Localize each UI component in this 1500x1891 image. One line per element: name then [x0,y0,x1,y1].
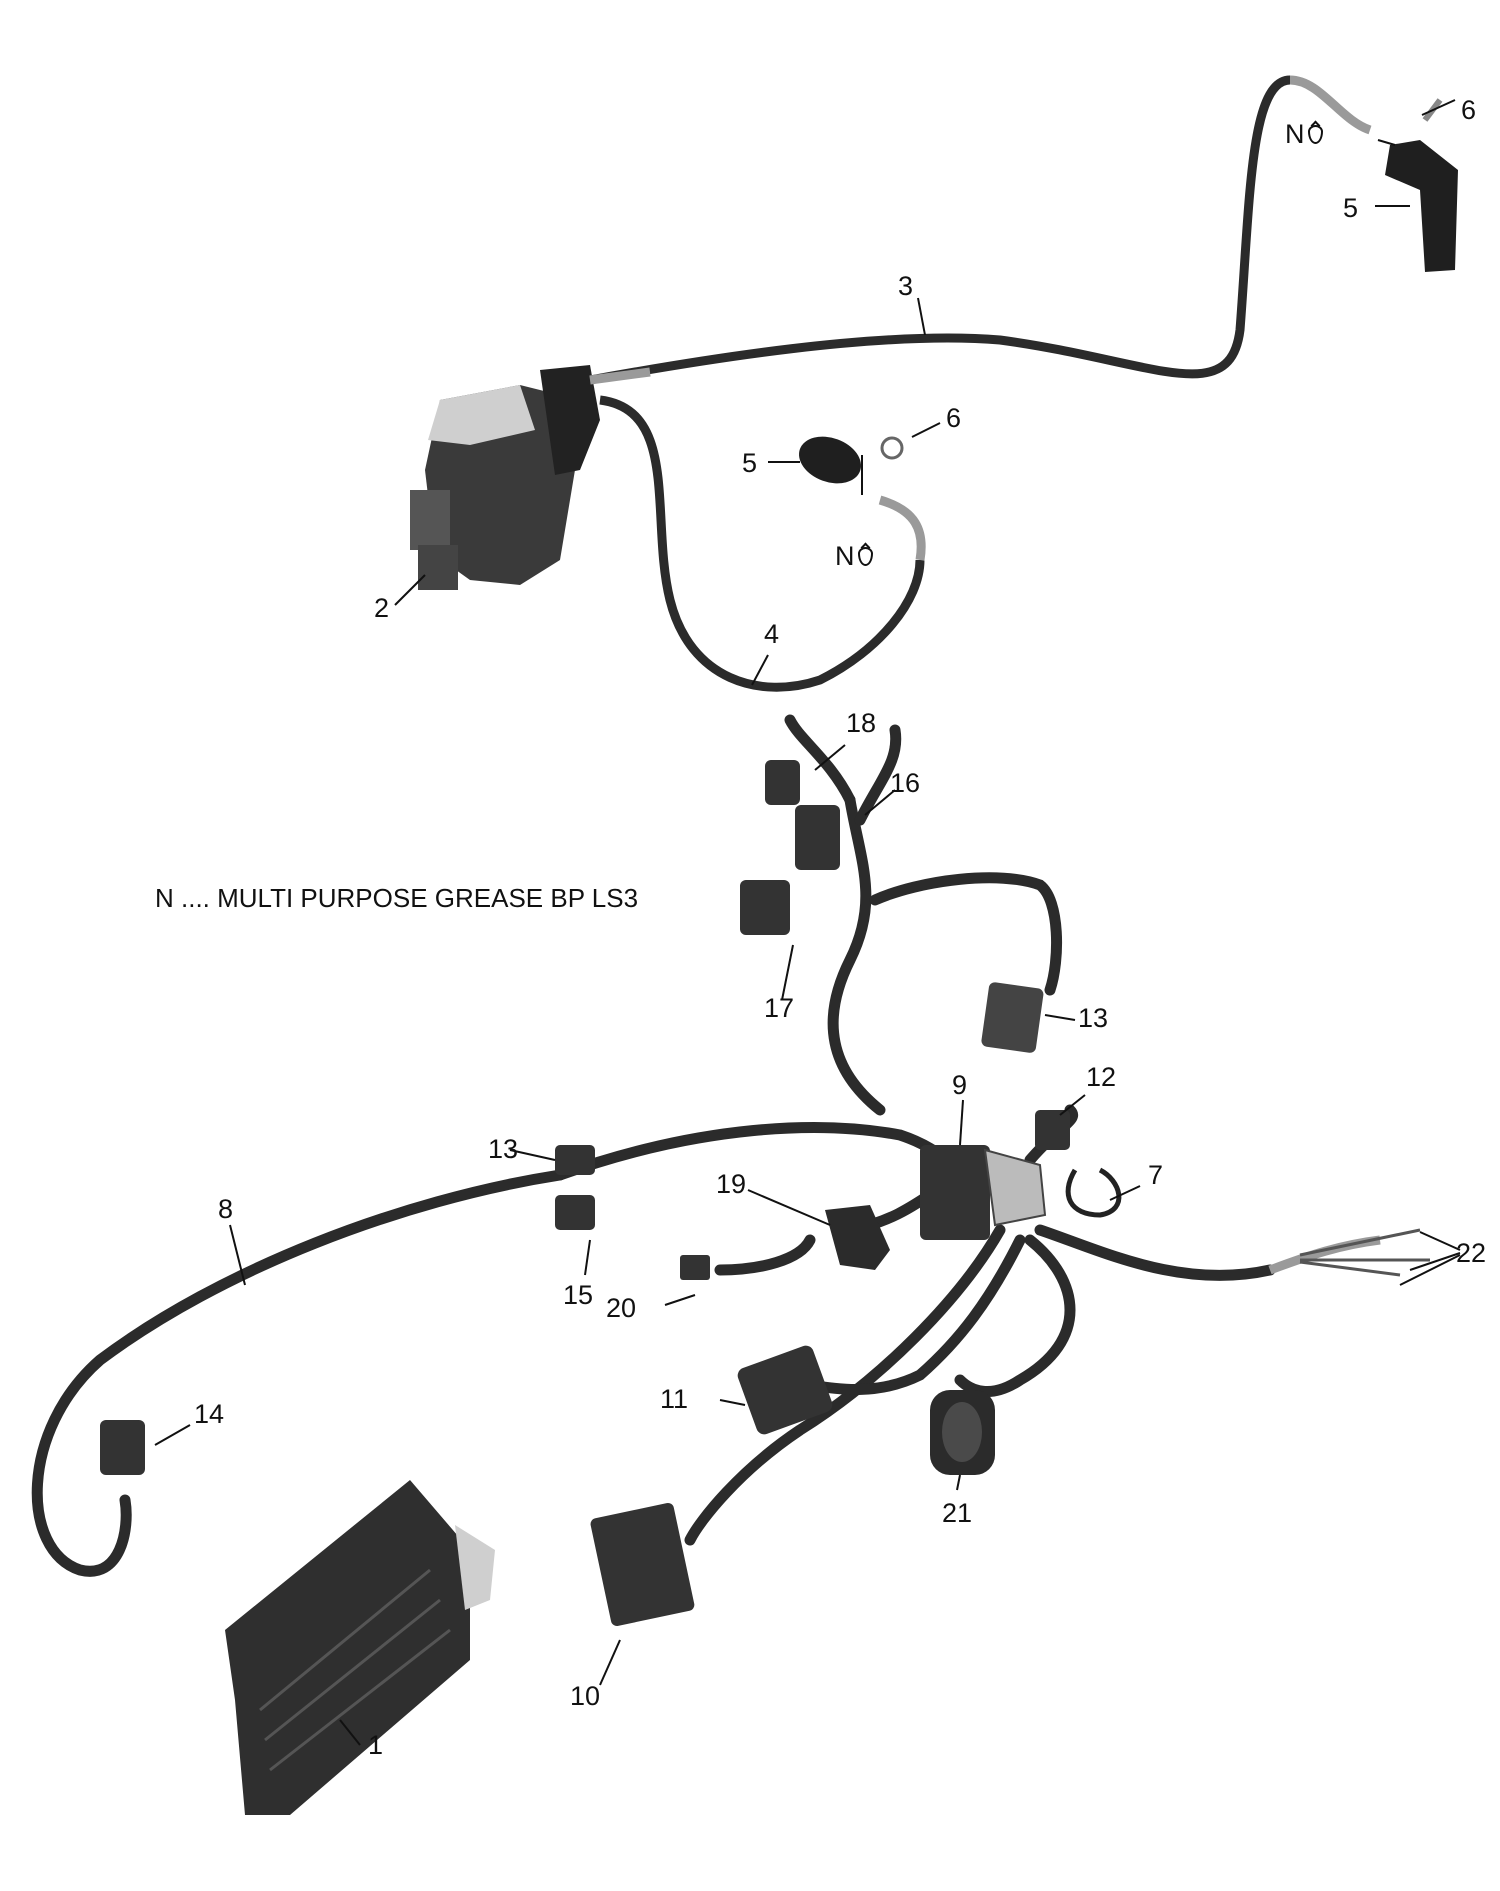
loop-7 [1065,1167,1122,1218]
grease-letter: N [1285,119,1305,149]
callout-22: 22 [1456,1238,1487,1268]
callout-16: 16 [890,768,921,798]
ht-lead-4 [599,395,925,692]
callout-2: 2 [374,593,390,623]
grease-mark-mid: N [835,543,873,570]
connector-16 [795,805,840,870]
ht-lead-3 [589,75,1291,385]
callout-3: 3 [898,271,914,301]
clip-mid [880,436,904,460]
connector-14 [100,1420,145,1475]
grease-drop-icon [1307,125,1323,144]
connector-17 [740,880,790,935]
ht-lead-3-start [589,367,651,385]
callout-18: 18 [846,708,877,738]
connector-13-upper [981,982,1044,1053]
callout-8: 8 [218,1194,234,1224]
callout-17: 17 [764,993,795,1023]
callout-9: 9 [952,1070,968,1100]
callout-4: 4 [764,619,780,649]
sensor-20 [680,1255,710,1280]
main-harness [31,714,1276,1577]
callout-19: 19 [716,1169,747,1199]
callout-21: 21 [942,1498,973,1528]
callout-5-top: 5 [1343,193,1359,223]
callout-11: 11 [660,1384,689,1414]
connector-21-face [942,1402,982,1462]
ht-lead-3-end [1289,75,1372,135]
callout-14: 14 [194,1399,225,1429]
callout-1: 1 [368,1730,384,1760]
grease-drop-icon [857,547,873,566]
callout-20: 20 [606,1293,637,1323]
connector-15 [555,1195,595,1230]
spark-plug-cap-mid [799,436,861,484]
callout-15: 15 [563,1280,594,1310]
connector-9-cover [983,1148,1047,1227]
ht-lead-4-end [878,495,926,561]
grease-mark-top: N [1285,121,1323,148]
connector-13-lower [555,1145,595,1175]
wire-22 [1299,1228,1430,1277]
callout-13-lower: 13 [488,1134,519,1164]
callout-6-top: 6 [1461,95,1477,125]
spark-plug-cap-top [1385,140,1458,272]
grease-letter: N [835,541,855,571]
ignition-coil [410,365,600,590]
connector-9 [920,1145,990,1240]
callout-13-upper: 13 [1078,1003,1109,1033]
connector-12 [1035,1110,1070,1150]
leader-lines [154,99,1461,1746]
grease-legend-note: N .... MULTI PURPOSE GREASE BP LS3 [155,883,639,913]
callout-5-mid: 5 [742,448,758,478]
callout-6-mid: 6 [946,403,962,433]
connector-11 [737,1345,833,1435]
grommet-19 [825,1205,890,1270]
connector-18 [765,760,800,805]
callout-12: 12 [1086,1062,1117,1092]
ecm-module [225,1480,495,1815]
callout-7: 7 [1148,1160,1164,1190]
connector-10 [590,1502,695,1626]
callout-10: 10 [570,1681,601,1711]
